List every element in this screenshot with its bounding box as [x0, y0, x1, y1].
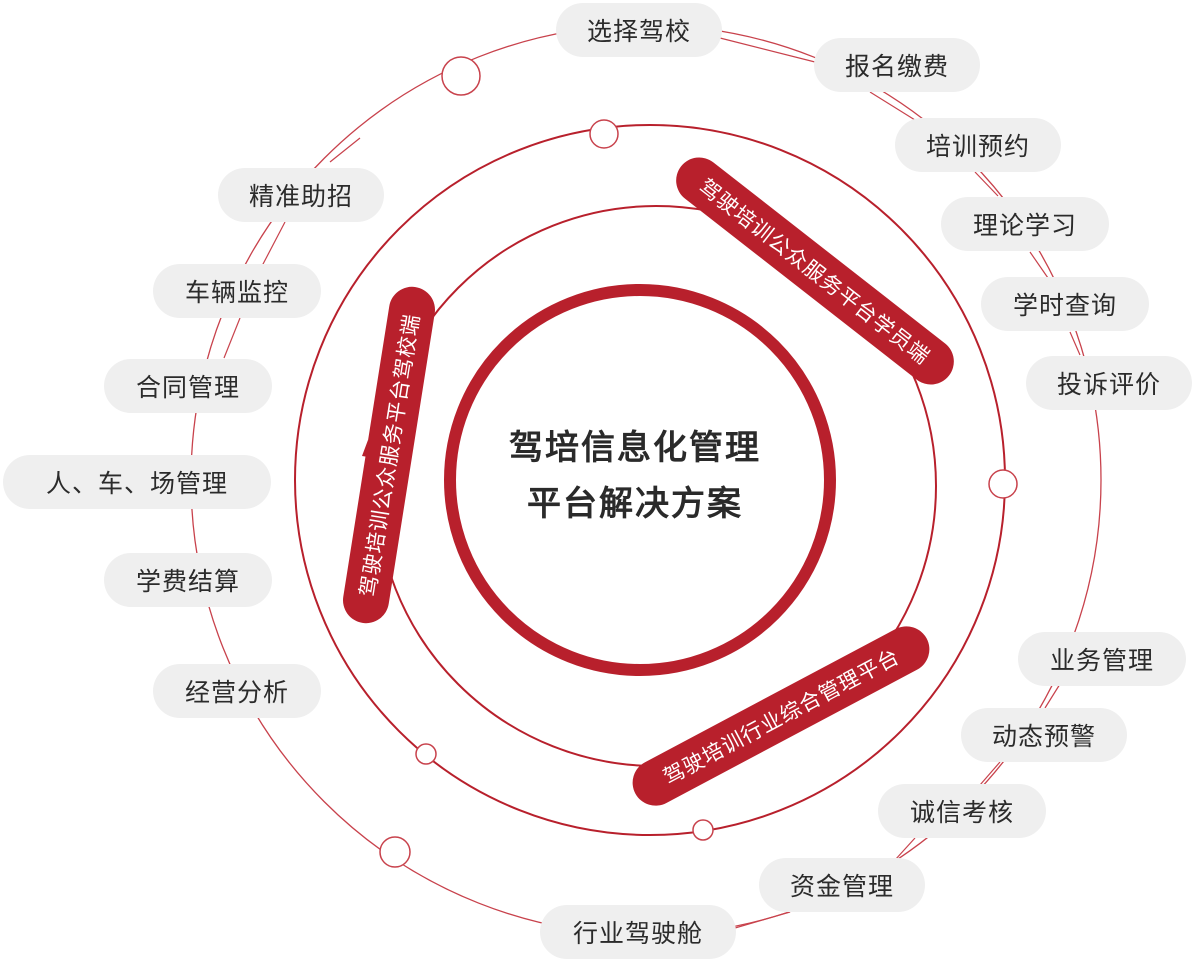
pill-training-booking[interactable]: 培训预约 — [895, 118, 1061, 172]
ring-node — [415, 743, 437, 765]
connector-line — [869, 91, 916, 121]
connector-line — [894, 837, 916, 861]
pill-people-car-site[interactable]: 人、车、场管理 — [3, 455, 271, 509]
pill-business-mgmt[interactable]: 业务管理 — [1018, 632, 1186, 686]
pill-contract-mgmt[interactable]: 合同管理 — [104, 359, 272, 413]
pill-hours-query[interactable]: 学时查询 — [981, 277, 1149, 331]
ring-node — [988, 469, 1018, 499]
connector-line — [719, 37, 816, 63]
core-ring — [444, 284, 836, 676]
connector-line — [979, 761, 1001, 786]
center-title-line2: 平台解决方案 — [527, 484, 743, 524]
pill-precise-recruit[interactable]: 精准助招 — [218, 168, 384, 222]
ring-node — [379, 836, 411, 868]
pill-business-analysis[interactable]: 经营分析 — [153, 664, 321, 718]
pill-vehicle-monitor[interactable]: 车辆监控 — [153, 264, 321, 318]
pill-enroll-pay[interactable]: 报名缴费 — [814, 38, 980, 92]
pill-select-school[interactable]: 选择驾校 — [556, 3, 722, 57]
pill-complaint-review[interactable]: 投诉评价 — [1026, 356, 1192, 410]
ring-node — [589, 119, 619, 149]
connector-line — [329, 137, 361, 163]
pill-credit-assessment[interactable]: 诚信考核 — [878, 784, 1046, 838]
connector-line — [223, 317, 241, 359]
pill-theory-study[interactable]: 理论学习 — [941, 197, 1109, 251]
connector-line — [974, 171, 999, 197]
pill-fund-mgmt[interactable]: 资金管理 — [759, 858, 925, 912]
connector-line — [261, 221, 286, 267]
pill-fee-settlement[interactable]: 学费结算 — [104, 553, 272, 607]
ring-nodes — [379, 56, 1018, 868]
ring-node — [692, 819, 714, 841]
center-title-line1: 驾培信息化管理 — [509, 428, 761, 468]
connector-line — [1029, 251, 1049, 279]
pill-industry-cockpit[interactable]: 行业驾驶舱 — [540, 905, 736, 959]
connector-line — [1069, 331, 1081, 356]
connector-line — [1044, 683, 1061, 709]
ring-node — [441, 56, 481, 96]
pill-dynamic-warning[interactable]: 动态预警 — [961, 708, 1127, 762]
center-title: 驾培信息化管理 平台解决方案 — [470, 420, 800, 532]
